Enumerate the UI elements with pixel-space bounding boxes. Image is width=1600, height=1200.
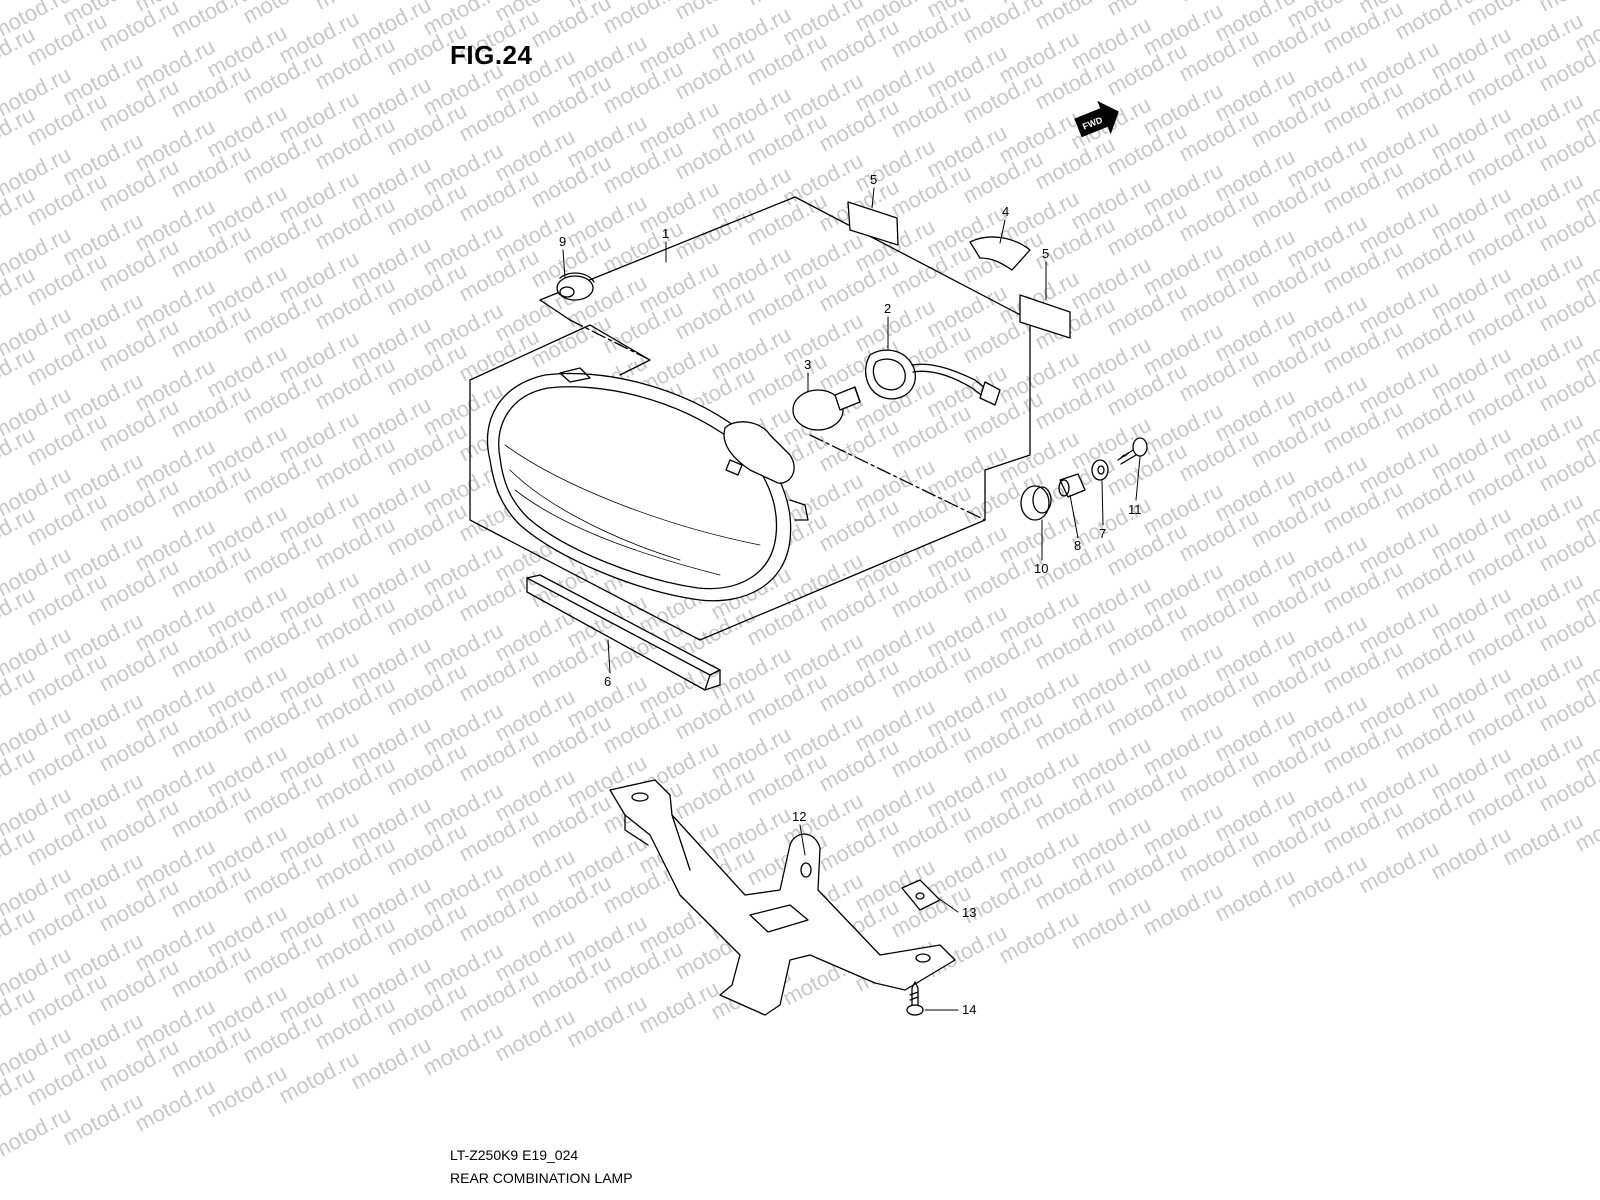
pad-5-upper: [847, 201, 899, 246]
callout-14: 14: [962, 1002, 976, 1017]
callout-10: 10: [1034, 561, 1048, 576]
screw-14: [906, 981, 924, 1016]
figure-title: FIG.24: [450, 40, 533, 70]
pad-4: [969, 236, 1031, 271]
callout-12: 12: [792, 809, 806, 824]
callout-4: 4: [1002, 204, 1009, 219]
watermark-layer: motod.rumotod.rumotod.rumotod.rumotod.ru…: [0, 0, 1600, 1164]
lamp-housing: [486, 367, 809, 602]
callout-3: 3: [804, 357, 811, 372]
callout-5-lower: 5: [1042, 246, 1049, 261]
callout-1: 1: [662, 226, 669, 241]
grommet-9: [556, 272, 595, 301]
callout-5-upper: 5: [870, 172, 877, 187]
callout-7: 7: [1099, 526, 1106, 541]
grommet-10: [1020, 485, 1052, 521]
screw-11: [1117, 437, 1148, 465]
seal-strip-6: [526, 574, 721, 691]
watermark-text: motod.ru: [1463, 0, 1551, 30]
watermark-text: motod.ru: [239, 0, 327, 28]
callout-2: 2: [884, 301, 891, 316]
assembly-frame: [539, 196, 1031, 471]
bulb: [792, 386, 861, 431]
bracket-12: [609, 779, 956, 1016]
callout-11: 11: [1128, 502, 1142, 517]
figure-code: LT-Z250K9 E19_024: [450, 1147, 579, 1163]
figure-caption: REAR COMBINATION LAMP: [450, 1170, 633, 1186]
washer-7: [1091, 459, 1109, 481]
leader-lines: [562, 187, 1141, 1011]
callout-13: 13: [962, 905, 976, 920]
direction-arrow: FWD: [1074, 100, 1119, 138]
centre-line: [809, 434, 986, 521]
centre-line: [569, 319, 651, 361]
callout-8: 8: [1074, 538, 1081, 553]
watermark-text: motod.ru: [527, 0, 615, 52]
callout-labels: 1 2 3 4 5 5 6 7 8 9 10 11 12 13 14: [559, 172, 1142, 1017]
callout-9: 9: [559, 234, 566, 249]
collar-8: [1058, 473, 1086, 498]
watermark-text: motod.ru: [959, 0, 1047, 48]
pad-5-lower: [1019, 294, 1071, 339]
socket-harness: [865, 349, 1001, 406]
callout-6: 6: [604, 674, 611, 689]
